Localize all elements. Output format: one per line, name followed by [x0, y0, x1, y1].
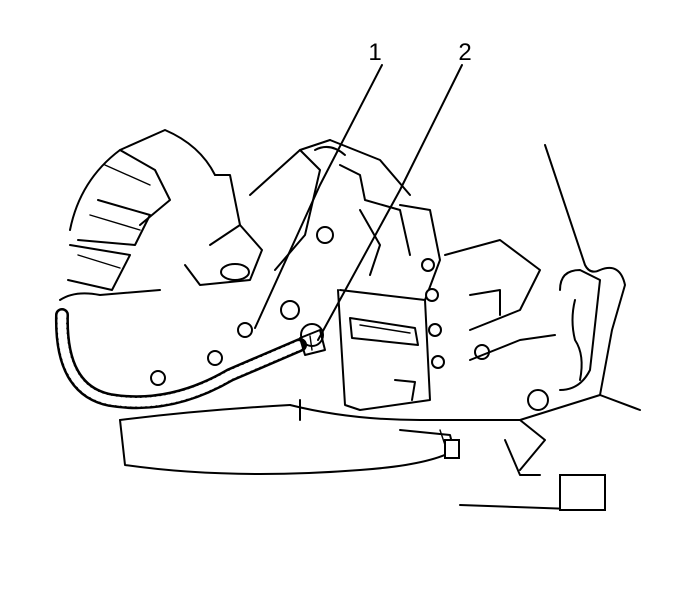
callout-2-label: 2 — [458, 39, 471, 66]
flywheel-housing — [59, 129, 216, 301]
callout-leaders — [254, 64, 463, 341]
ground-strap-terminal — [299, 329, 326, 356]
bracket-bolts — [421, 239, 541, 369]
callout-1-label: 1 — [368, 39, 381, 66]
engine-block — [150, 139, 411, 386]
wiring-harness — [54, 308, 307, 410]
oil-pan — [119, 399, 606, 511]
crossmember — [469, 144, 641, 421]
transmission-mount-bracket — [337, 164, 441, 411]
